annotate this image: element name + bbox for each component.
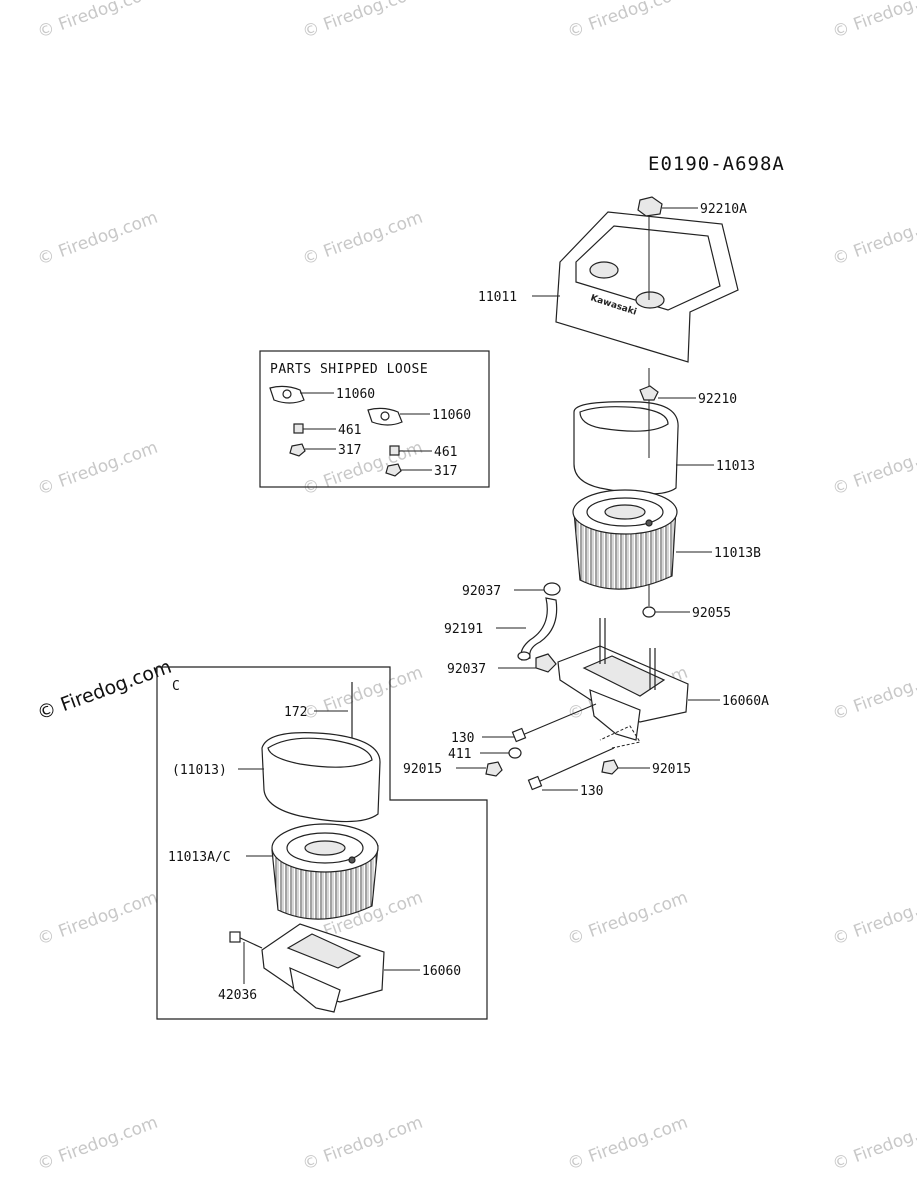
part-nut-right: 92015: [601, 759, 691, 777]
inset-label-42036: 42036: [218, 988, 257, 1003]
part-92055: 92055: [642, 585, 731, 621]
watermark: © Firedog.com: [830, 1113, 917, 1175]
inset-label-16060: 16060: [422, 964, 461, 979]
inset-c: C 172 (11013) 11013A/C 16060 42036: [156, 666, 488, 1020]
watermark: © Firedog.com: [35, 1113, 161, 1175]
watermark: © Firedog.com: [35, 0, 161, 43]
watermark: © Firedog.com: [830, 888, 917, 950]
label-92037-top: 92037: [462, 584, 501, 599]
loose-label-461-b: 461: [434, 445, 457, 460]
label-92210A: 92210A: [700, 202, 747, 217]
label-92055: 92055: [692, 606, 731, 621]
watermark: © Firedog.com: [300, 663, 426, 725]
part-pre-cleaner: 11013: [573, 400, 755, 495]
watermark: © Firedog.com: [35, 888, 161, 950]
part-bolt-bottom: 130: [527, 725, 641, 799]
watermark: © Firedog.com: [35, 438, 161, 500]
part-washer: 411: [448, 747, 522, 762]
watermark: © Firedog.com: [830, 663, 917, 725]
watermark: © Firedog.com: [565, 0, 691, 43]
part-air-cleaner-cover: Kawasaki 11011: [478, 211, 739, 363]
label-92015-right: 92015: [652, 762, 691, 777]
label-130-left: 130: [451, 731, 474, 746]
loose-parts-title: PARTS SHIPPED LOOSE: [270, 362, 428, 377]
diagram-code: E0190-A698A: [648, 153, 785, 175]
loose-label-317-a: 317: [338, 443, 361, 458]
watermark: © Firedog.com: [300, 1113, 426, 1175]
loose-parts-box: PARTS SHIPPED LOOSE 11060 461 317 11060 …: [259, 350, 490, 488]
part-hose: 92191: [444, 597, 558, 661]
label-92210: 92210: [698, 392, 737, 407]
part-clamp-top: 92037: [462, 582, 561, 599]
watermark: © Firedog.com: [35, 208, 161, 270]
inset-label-11013AC: 11013A/C: [168, 850, 231, 865]
label-130-bottom: 130: [580, 784, 603, 799]
watermark: © Firedog.com: [300, 438, 426, 500]
label-11013: 11013: [716, 459, 755, 474]
watermark: © Firedog.com: [300, 0, 426, 43]
watermark: © Firedog.com: [300, 208, 426, 270]
loose-label-461-a: 461: [338, 423, 361, 438]
label-11013B: 11013B: [714, 546, 761, 561]
label-16060A: 16060A: [722, 694, 769, 709]
watermark-dark: © Firedog.com: [34, 656, 174, 725]
part-base: 16060A: [557, 618, 769, 741]
inset-label-11013-ref: (11013): [172, 763, 227, 778]
label-92015-left: 92015: [403, 762, 442, 777]
watermark: © Firedog.com: [565, 888, 691, 950]
part-92210: 92210: [639, 368, 737, 407]
part-92210A: 92210A: [637, 196, 747, 217]
part-element: 11013B: [572, 489, 761, 590]
loose-label-317-b: 317: [434, 464, 457, 479]
watermark: © Firedog.com: [830, 208, 917, 270]
watermark: © Firedog.com: [565, 1113, 691, 1175]
label-11011: 11011: [478, 290, 517, 305]
inset-label-172: 172: [284, 705, 307, 720]
inset-letter: C: [172, 679, 180, 694]
part-clamp-bottom: 92037: [447, 653, 557, 677]
label-92191: 92191: [444, 622, 483, 637]
part-nut-left: 92015: [403, 761, 503, 777]
label-411: 411: [448, 747, 471, 762]
loose-label-11060-b: 11060: [432, 408, 471, 423]
watermark: © Firedog.com: [830, 0, 917, 43]
label-92037-bottom: 92037: [447, 662, 486, 677]
watermark: © Firedog.com: [830, 438, 917, 500]
part-bolt-left: 130: [451, 703, 597, 746]
loose-label-11060-a: 11060: [336, 387, 375, 402]
